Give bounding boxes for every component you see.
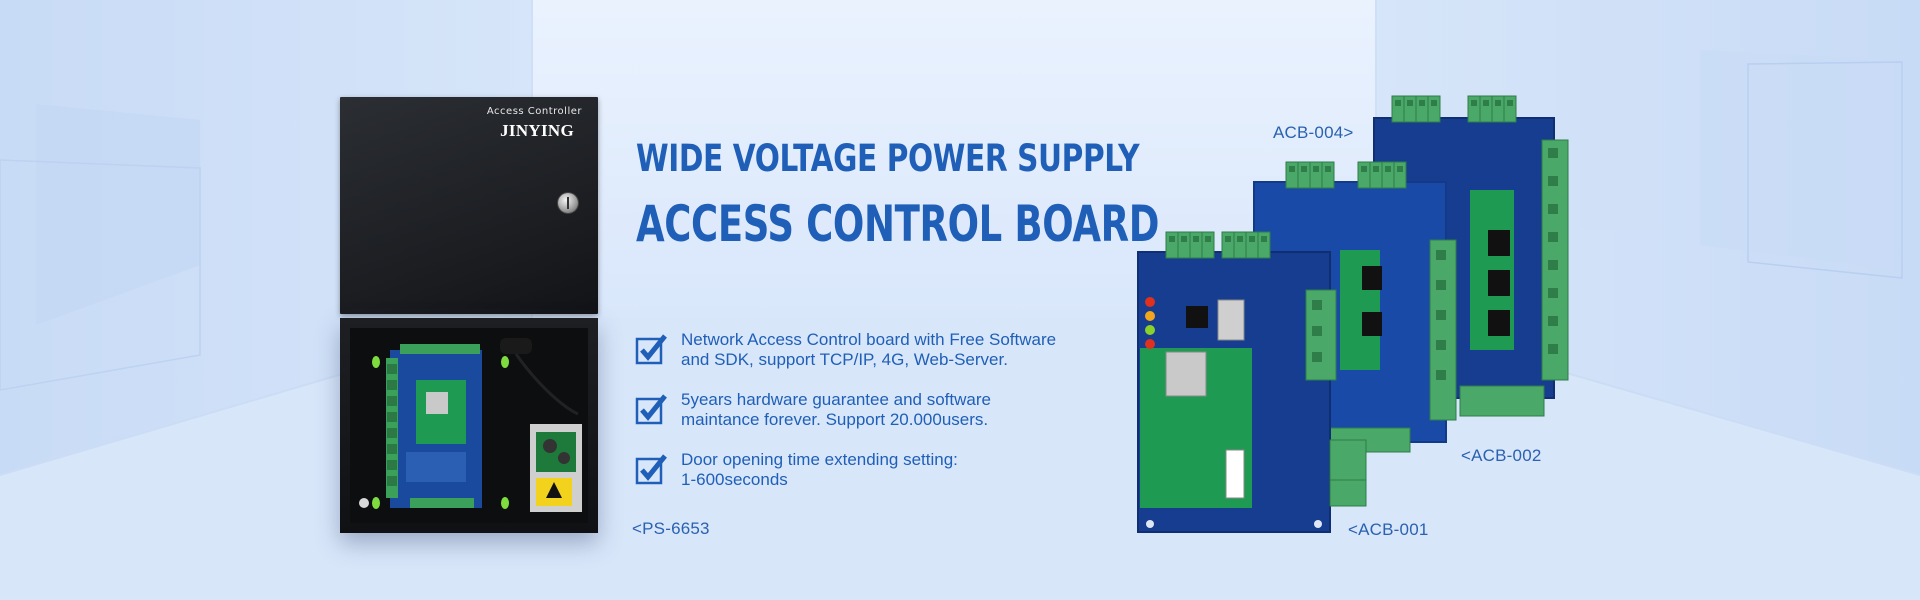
keyhole-lock-icon: [558, 193, 578, 213]
lid-model-text: Access Controller: [486, 106, 582, 117]
feature-text: 5years hardware guarantee and software m…: [681, 390, 1133, 430]
enclosure-open-box: [340, 318, 598, 533]
headline-line-2: ACCESS CONTROL BOARD: [636, 195, 1160, 253]
feature-line-2: maintance forever. Support 20.000users.: [681, 410, 989, 429]
feature-line-2: 1-600seconds: [681, 470, 788, 489]
headline: WIDE VOLTAGE POWER SUPPLY ACCESS CONTROL…: [636, 134, 1343, 256]
feature-line-2: and SDK, support TCP/IP, 4G, Web-Server.: [681, 350, 1008, 369]
access-control-boards-illustration: [1137, 90, 1569, 533]
checkbox-check-icon: [635, 334, 667, 365]
feature-item: Door opening time extending setting: 1-6…: [633, 450, 1133, 510]
feature-list: Network Access Control board with Free S…: [633, 330, 1133, 510]
feature-text: Door opening time extending setting: 1-6…: [681, 450, 1133, 490]
label-ps-6653: <PS-6653: [632, 519, 710, 538]
lid-brand-text: JINYING: [500, 121, 574, 140]
headline-line-1: WIDE VOLTAGE POWER SUPPLY: [636, 137, 1140, 180]
label-acb-004: ACB-004>: [1273, 123, 1354, 142]
feature-item: Network Access Control board with Free S…: [633, 330, 1133, 390]
feature-line-1: 5years hardware guarantee and software: [681, 390, 991, 409]
feature-text: Network Access Control board with Free S…: [681, 330, 1133, 370]
checkbox-check-icon: [635, 454, 667, 485]
label-acb-001: <ACB-001: [1348, 520, 1429, 539]
enclosure-lid: Access Controller JINYING: [340, 97, 598, 314]
feature-line-1: Network Access Control board with Free S…: [681, 330, 1057, 349]
checkbox-check-icon: [635, 394, 667, 425]
feature-line-1: Door opening time extending setting:: [681, 450, 958, 469]
feature-item: 5years hardware guarantee and software m…: [633, 390, 1133, 450]
enclosure-interior-illustration: [359, 338, 582, 512]
label-acb-002: <ACB-002: [1461, 446, 1542, 465]
power-supply-enclosure: Access Controller JINYING: [340, 97, 598, 537]
